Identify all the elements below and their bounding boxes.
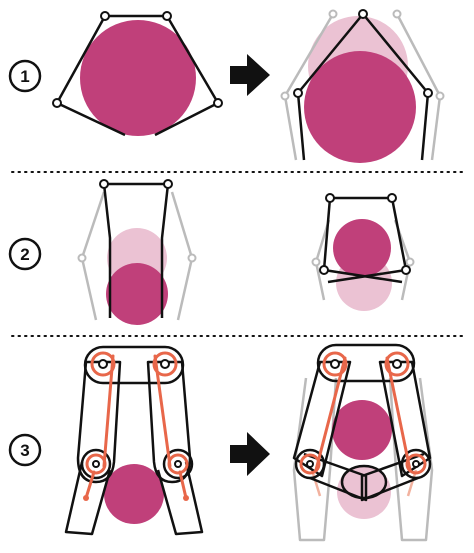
tendon-anchor <box>183 495 189 501</box>
tendon <box>102 354 115 468</box>
tendon <box>314 356 347 472</box>
tendon <box>385 356 412 472</box>
axle <box>330 359 340 369</box>
joint <box>163 179 173 189</box>
axle <box>160 359 170 369</box>
grasped-object <box>106 263 168 325</box>
gripper-linkage <box>102 182 170 318</box>
ghost-joint <box>187 253 197 263</box>
step-3: 3 <box>8 343 434 542</box>
finger-upper-link-left <box>292 360 352 478</box>
joint <box>358 9 368 19</box>
grasped-object <box>332 400 392 460</box>
gripper-linkage <box>105 14 220 137</box>
pulley <box>90 351 116 377</box>
ghost-tendon <box>310 469 322 497</box>
finger-upper-link-right <box>378 360 432 478</box>
joint-housing <box>162 448 194 480</box>
ghost-joint <box>435 91 445 101</box>
ghost-object <box>337 465 391 519</box>
axle <box>306 460 314 468</box>
axle <box>174 460 182 468</box>
ghost-joint <box>280 91 290 101</box>
joint <box>213 98 223 108</box>
grasped-object <box>80 20 196 136</box>
tendon <box>178 470 188 500</box>
ghost-joint <box>311 257 321 267</box>
ghost-joint <box>328 9 338 19</box>
step-1-number: 1 <box>20 67 29 86</box>
finger-lower-link-left <box>303 452 368 502</box>
pulley <box>384 351 410 377</box>
joint <box>162 11 172 21</box>
joint <box>319 265 329 275</box>
grasped-object <box>333 219 391 277</box>
tendon-anchor <box>83 495 89 501</box>
joint-housing <box>294 448 326 480</box>
finger-upper-link-left <box>76 360 122 484</box>
axle <box>412 460 420 468</box>
ghost-joint <box>405 257 415 267</box>
grasped-object <box>304 51 416 163</box>
finger-upper-link-right <box>146 360 192 484</box>
fingertip-pad <box>340 464 388 500</box>
pulley <box>152 351 178 377</box>
joint-housing <box>400 448 432 480</box>
step-3-number: 3 <box>20 441 29 460</box>
axle <box>392 359 402 369</box>
right-arrow-icon <box>230 54 270 96</box>
joint <box>401 265 411 275</box>
joint <box>387 193 397 203</box>
ghost-joint <box>392 9 402 19</box>
pulley <box>322 351 348 377</box>
palm-link <box>316 343 416 383</box>
step-2-badge <box>8 237 42 271</box>
joint <box>325 193 335 203</box>
axle <box>92 460 100 468</box>
joint-housing <box>80 448 112 480</box>
step-2: 2 <box>8 179 415 325</box>
step-2-number: 2 <box>20 245 29 264</box>
ghost-joint <box>77 253 87 263</box>
joint <box>100 11 110 21</box>
tendon <box>84 470 96 500</box>
step-1-badge <box>8 59 42 93</box>
joint <box>293 88 303 98</box>
pulley <box>405 453 427 475</box>
finger-lower-link-right <box>156 461 204 536</box>
tendon <box>153 354 172 468</box>
grasped-object <box>104 464 164 524</box>
finger-lower-link-right <box>360 452 425 502</box>
joint <box>52 98 62 108</box>
joint <box>423 88 433 98</box>
right-arrow-icon <box>230 432 270 476</box>
step-3-badge <box>8 433 42 467</box>
joint <box>99 179 109 189</box>
axle <box>98 359 108 369</box>
step-1: 1 <box>8 9 445 163</box>
finger-lower-link-left <box>64 461 112 536</box>
